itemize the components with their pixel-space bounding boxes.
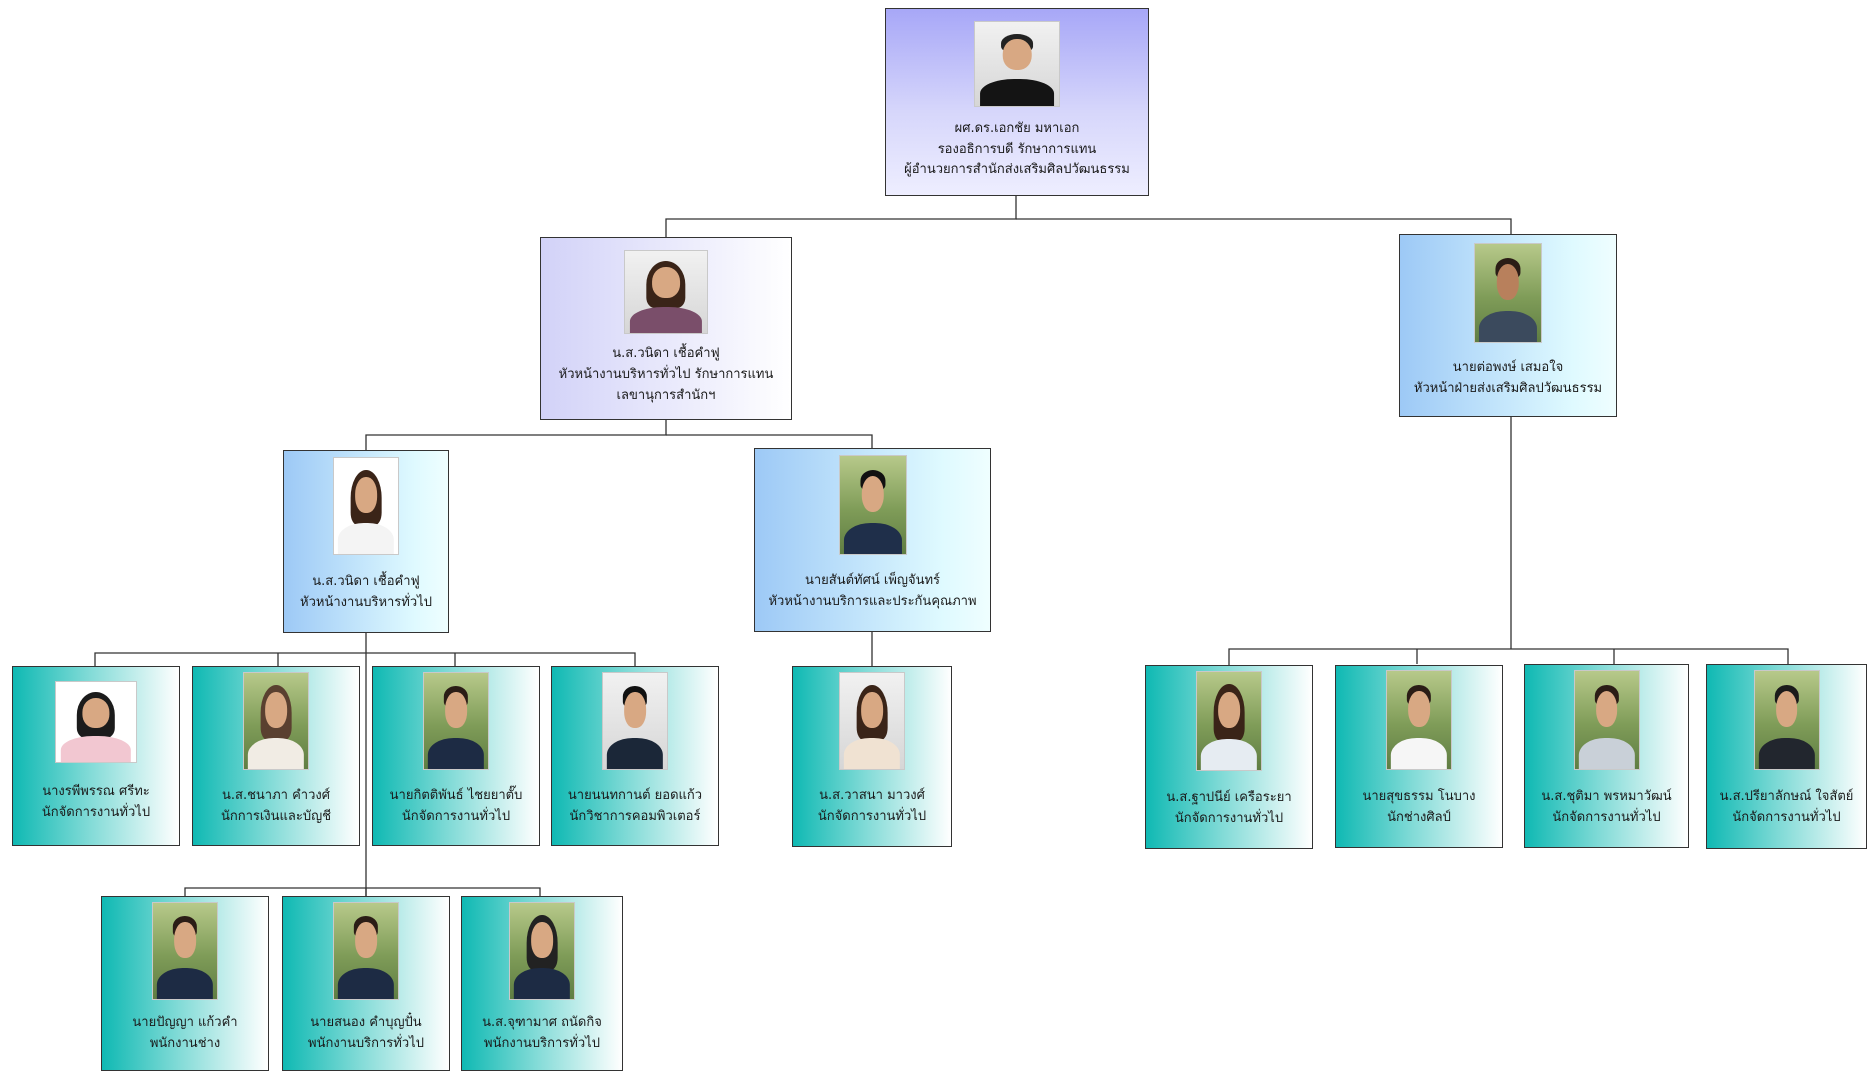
arts-head-photo — [1474, 243, 1542, 343]
staff-position: นักจัดการงานทั่วไป — [1552, 809, 1661, 825]
staff-position: นักวิชาการคอมพิวเตอร์ — [569, 808, 701, 824]
arts-head-title: หัวหน้าฝ่ายส่งเสริมศิลปวัฒนธรรม — [1413, 380, 1603, 396]
arts-staff-card-2: นายสุขธรรม โนบาง นักช่างศิลป์ — [1335, 665, 1503, 848]
staff-name: น.ส.วาสนา มาวงศ์ — [819, 788, 925, 804]
staff-name: น.ส.ปรียาลักษณ์ ใจสัตย์ — [1719, 789, 1854, 805]
director-photo — [974, 21, 1060, 107]
admin-staff-card-4: นายนนทกานต์ ยอดแก้ว นักวิชาการคอมพิวเตอร… — [551, 666, 719, 846]
admin-staff-caption-1: นางรพีพรรณ ศรีทะ นักจัดการงานทั่วไป — [13, 763, 179, 845]
director-title-2: ผู้อำนวยการสำนักส่งเสริมศิลปวัฒนธรรม — [904, 162, 1130, 178]
arts-staff-card-1: น.ส.ฐาปนีย์ เครือระยา นักจัดการงานทั่วไป — [1145, 665, 1313, 849]
admin-staff-photo-2 — [243, 672, 309, 770]
support-staff-card-2: นายสนอง คำบุญปั๋น พนักงานบริการทั่วไป — [282, 896, 450, 1071]
admin-staff-caption-2: น.ส.ชนาภา คำวงศ์ นักการเงินและบัญชี — [193, 770, 359, 845]
staff-name: น.ส.จุฑามาศ ถนัดกิจ — [482, 1015, 602, 1031]
arts-staff-photo-4 — [1753, 670, 1820, 770]
general-admin-head-name: น.ส.วนิดา เชื้อคำฟู — [312, 573, 420, 589]
arts-staff-card-3: น.ส.ชุติมา พรหมาวัฒน์ นักจัดการงานทั่วไป — [1524, 664, 1689, 848]
admin-staff-card-2: น.ส.ชนาภา คำวงศ์ นักการเงินและบัญชี — [192, 666, 360, 846]
service-staff-caption-1: น.ส.วาสนา มาวงศ์ นักจัดการงานทั่วไป — [793, 770, 951, 846]
support-staff-photo-2 — [333, 902, 399, 1000]
general-admin-head-photo — [333, 457, 399, 555]
admin-head-title-2: เลขานุการสำนักฯ — [616, 387, 716, 403]
support-staff-card-3: น.ส.จุฑามาศ ถนัดกิจ พนักงานบริการทั่วไป — [461, 896, 623, 1071]
director-name: ผศ.ดร.เอกชัย มหาเอก — [954, 120, 1080, 136]
admin-staff-photo-1 — [55, 681, 137, 763]
support-staff-caption-2: นายสนอง คำบุญปั๋น พนักงานบริการทั่วไป — [283, 1000, 449, 1070]
arts-head-caption: นายต่อพงษ์ เสมอใจ หัวหน้าฝ่ายส่งเสริมศิล… — [1400, 343, 1616, 416]
arts-staff-card-4: น.ส.ปรียาลักษณ์ ใจสัตย์ นักจัดการงานทั่ว… — [1706, 664, 1867, 849]
staff-position: นักจัดการงานทั่วไป — [1732, 810, 1841, 825]
service-qa-head-caption: นายสันต์ทัศน์ เพ็ญจันทร์ หัวหน้างานบริกา… — [755, 555, 990, 631]
admin-head-title: หัวหน้างานบริหารทั่วไป รักษาการแทน — [558, 367, 774, 383]
staff-name: นางรพีพรรณ ศรีทะ — [42, 784, 150, 800]
admin-staff-caption-4: นายนนทกานต์ ยอดแก้ว นักวิชาการคอมพิวเตอร… — [552, 770, 718, 845]
connector-admin-head-to-units — [365, 420, 667, 450]
service-qa-head-title: หัวหน้างานบริการและประกันคุณภาพ — [768, 594, 977, 609]
staff-name: น.ส.ชนาภา คำวงศ์ — [222, 787, 330, 803]
connector-director-to-heads — [665, 196, 1017, 237]
connector-support-staff-bus — [184, 887, 541, 896]
arts-staff-caption-3: น.ส.ชุติมา พรหมาวัฒน์ นักจัดการงานทั่วไป — [1525, 770, 1688, 847]
arts-head-card: นายต่อพงษ์ เสมอใจ หัวหน้าฝ่ายส่งเสริมศิล… — [1399, 234, 1617, 417]
staff-position: พนักงานบริการทั่วไป — [484, 1036, 600, 1051]
admin-head-photo — [624, 250, 708, 334]
admin-staff-photo-3 — [423, 672, 489, 770]
admin-staff-card-3: นายกิตติพันธ์ ไชยยาตั๊บ นักจัดการงานทั่ว… — [372, 666, 540, 846]
admin-head-caption: น.ส.วนิดา เชื้อคำฟู หัวหน้างานบริหารทั่ว… — [541, 334, 791, 419]
general-admin-head-card: น.ส.วนิดา เชื้อคำฟู หัวหน้างานบริหารทั่ว… — [283, 450, 449, 633]
director-card: ผศ.ดร.เอกชัย มหาเอก รองอธิการบดี รักษากา… — [885, 8, 1149, 196]
staff-position: นักช่างศิลป์ — [1387, 809, 1451, 825]
support-staff-photo-3 — [509, 902, 575, 1000]
support-staff-caption-1: นายปัญญา แก้วคำ พนักงานช่าง — [102, 1000, 268, 1070]
service-qa-head-card: นายสันต์ทัศน์ เพ็ญจันทร์ หัวหน้างานบริกา… — [754, 448, 991, 632]
connector-admin-head-to-service — [666, 434, 873, 448]
support-staff-card-1: นายปัญญา แก้วคำ พนักงานช่าง — [101, 896, 269, 1071]
connector-admin-staff-bus — [94, 652, 636, 666]
connector-director-to-arts-head — [1016, 218, 1512, 234]
arts-staff-caption-4: น.ส.ปรียาลักษณ์ ใจสัตย์ นักจัดการงานทั่ว… — [1707, 770, 1866, 848]
admin-staff-caption-3: นายกิตติพันธ์ ไชยยาตั๊บ นักจัดการงานทั่ว… — [373, 770, 539, 845]
staff-name: นายกิตติพันธ์ ไชยยาตั๊บ — [389, 787, 523, 803]
arts-staff-photo-1 — [1196, 671, 1262, 771]
staff-name: น.ส.ฐาปนีย์ เครือระยา — [1166, 789, 1292, 805]
service-qa-head-name: นายสันต์ทัศน์ เพ็ญจันทร์ — [804, 573, 941, 589]
staff-position: นักจัดการงานทั่วไป — [41, 805, 151, 820]
staff-position: นักจัดการงานทั่วไป — [401, 808, 511, 824]
arts-head-name: นายต่อพงษ์ เสมอใจ — [1452, 359, 1564, 375]
staff-position: นักจัดการงานทั่วไป — [817, 809, 927, 824]
admin-staff-photo-4 — [602, 672, 668, 770]
arts-staff-caption-2: นายสุขธรรม โนบาง นักช่างศิลป์ — [1336, 770, 1502, 847]
director-caption: ผศ.ดร.เอกชัย มหาเอก รองอธิการบดี รักษากา… — [886, 107, 1148, 195]
staff-name: นายสุขธรรม โนบาง — [1362, 788, 1476, 804]
staff-name: นายนนทกานต์ ยอดแก้ว — [567, 787, 703, 803]
service-qa-head-photo — [838, 455, 907, 555]
general-admin-head-caption: น.ส.วนิดา เชื้อคำฟู หัวหน้างานบริหารทั่ว… — [284, 555, 448, 632]
connector-arts-staff-bus — [1228, 648, 1789, 665]
arts-staff-photo-2 — [1386, 670, 1452, 770]
arts-staff-caption-1: น.ส.ฐาปนีย์ เครือระยา นักจัดการงานทั่วไป — [1146, 771, 1312, 848]
staff-position: นักการเงินและบัญชี — [220, 808, 332, 824]
staff-name: น.ส.ชุติมา พรหมาวัฒน์ — [1541, 788, 1672, 804]
admin-staff-card-1: นางรพีพรรณ ศรีทะ นักจัดการงานทั่วไป — [12, 666, 180, 846]
staff-position: นักจัดการงานทั่วไป — [1174, 810, 1284, 826]
general-admin-head-title: หัวหน้างานบริหารทั่วไป — [300, 594, 432, 610]
admin-head-name: น.ส.วนิดา เชื้อคำฟู — [612, 346, 720, 362]
admin-head-card: น.ส.วนิดา เชื้อคำฟู หัวหน้างานบริหารทั่ว… — [540, 237, 792, 420]
support-staff-caption-3: น.ส.จุฑามาศ ถนัดกิจ พนักงานบริการทั่วไป — [462, 1000, 622, 1070]
staff-name: นายปัญญา แก้วคำ — [132, 1015, 238, 1031]
staff-name: นายสนอง คำบุญปั๋น — [310, 1015, 422, 1031]
staff-position: พนักงานช่าง — [149, 1036, 221, 1051]
service-staff-card-1: น.ส.วาสนา มาวงศ์ นักจัดการงานทั่วไป — [792, 666, 952, 847]
arts-staff-photo-3 — [1573, 670, 1640, 770]
service-staff-photo-1 — [839, 672, 905, 770]
staff-position: พนักงานบริการทั่วไป — [308, 1036, 424, 1051]
support-staff-photo-1 — [152, 902, 218, 1000]
director-title: รองอธิการบดี รักษาการแทน — [937, 141, 1097, 157]
